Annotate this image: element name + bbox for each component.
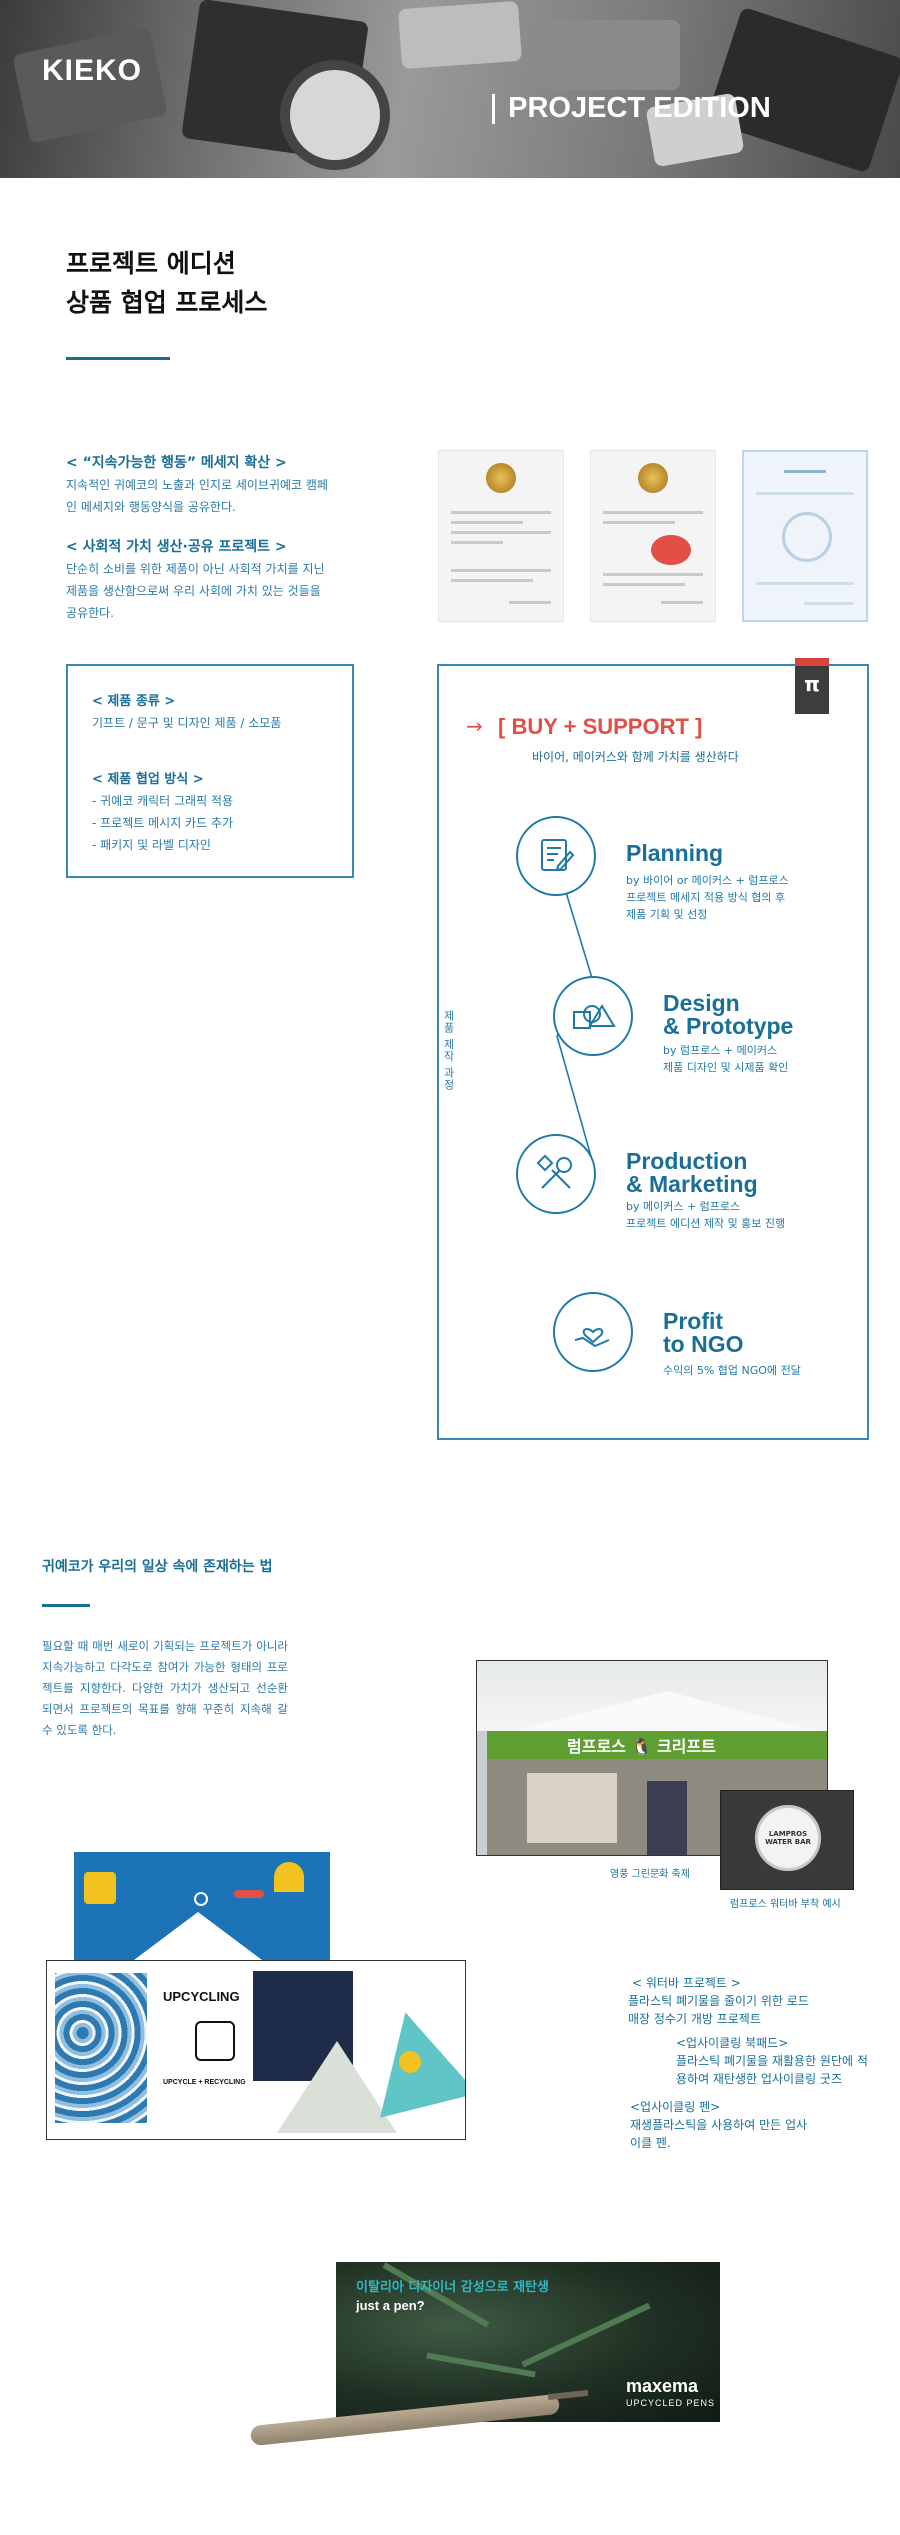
brand-logo: KIEKO [42,54,143,87]
daily-heading: 귀예코가 우리의 일상 속에 존재하는 법 [42,1559,273,1575]
arrow-right-icon: → [466,714,483,738]
list-item: - 패키지 및 라벨 디자인 [92,838,211,852]
hero-banner [0,0,900,178]
heart-hand-icon [553,1292,633,1372]
buy-support-subtitle: 바이어, 메이커스와 함께 가치를 생산하다 [532,750,739,764]
edition-divider [492,94,495,124]
title-rule [66,357,170,360]
step-planning-title: Planning [626,840,724,866]
bookmark-accent [795,658,829,666]
bookmark-ribbon [795,658,829,714]
maxema-brand-sub: UPCYCLED PENS [626,2398,716,2408]
process-connector-line [554,855,593,1161]
step-design-title: Design& Prototype [663,990,794,1039]
shapes-design-icon [553,976,633,1056]
step-production-title: Production& Marketing [626,1148,758,1197]
certificate-image [590,450,716,622]
social-value-heading: < 사회적 가치 생산·공유 프로젝트 > [66,539,287,555]
maxema-brand: maxema [626,2376,699,2396]
water-project-note: < 워터바 프로젝트 > 플라스틱 폐기물을 줄이기 위한 로드 매장 정수기 … [628,1976,809,2026]
upcycling-flow: UPCYCLE + RECYCLING [163,2079,246,2086]
collab-method-list: - 귀예코 캐릭터 그래픽 적용 - 프로젝트 메시지 카드 추가 - 패키지 … [92,790,233,856]
daily-body: 필요할 때 매번 새로이 기획되는 프로젝트가 아니라 지속가능하고 다각도로 … [42,1639,288,1737]
upcycling-title: UPCYCLING [163,1989,240,2004]
sustain-heading: < “지속가능한 행동” 메세지 확산 > [66,455,287,471]
daily-rule [42,1604,90,1607]
festival-caption: 영풍 그린문화 축제 [610,1869,690,1880]
pen-banner-image: 이탈리아 디자이너 감성으로 재탄생 just a pen? maxema UP… [336,2262,720,2422]
planning-document-icon [516,816,596,896]
step-profit-desc: 수익의 5% 협업 NGO에 전달 [663,1364,801,1377]
process-box [437,664,869,1440]
product-type-heading: < 제품 종류 > [92,694,176,709]
pen-banner-sub: just a pen? [356,2298,425,2313]
tent-sign: 럼프로스 🐧 크리프트 [567,1737,716,1756]
certificate-image [742,450,868,622]
buy-support-title: [ BUY + SUPPORT ] [498,714,703,739]
list-item: - 프로젝트 메시지 카드 추가 [92,816,234,830]
pen-note: <업사이클링 펜> 재생플라스틱을 사용하여 만든 업사 이클 펜. [630,2100,808,2150]
product-type-body: 기프트 / 문구 및 디자인 제품 / 소모품 [92,716,282,730]
pi-logo-icon: π [804,672,820,696]
collab-method-heading: < 제품 협업 방식 > [92,772,204,787]
notebook-note: <업사이클링 북패드> 플라스틱 폐기물을 재활용한 원단에 적 용하여 재탄생… [676,2036,868,2086]
list-item: - 귀예코 캐릭터 그래픽 적용 [92,794,234,808]
notebook-cover-image [74,1852,330,1960]
certificate-image [438,450,564,622]
page-title: 프로젝트 에디션 상품 협업 프로세스 [66,249,268,317]
process-vertical-label: 제품 제작 과정 [442,1010,455,1091]
product-info-box [66,664,354,878]
tools-wrench-icon [516,1134,596,1214]
edition-title: PROJECT EDITION [508,92,771,124]
pen-banner-headline: 이탈리아 디자이너 감성으로 재탄생 [356,2280,549,2295]
upcycling-notebook-photo: UPCYCLING UPCYCLE + RECYCLING [46,1960,466,2140]
water-caption: 럼프로스 워터바 부착 예시 [730,1899,841,1910]
water-bar-photo: LAMPROS WATER BAR [720,1790,854,1890]
